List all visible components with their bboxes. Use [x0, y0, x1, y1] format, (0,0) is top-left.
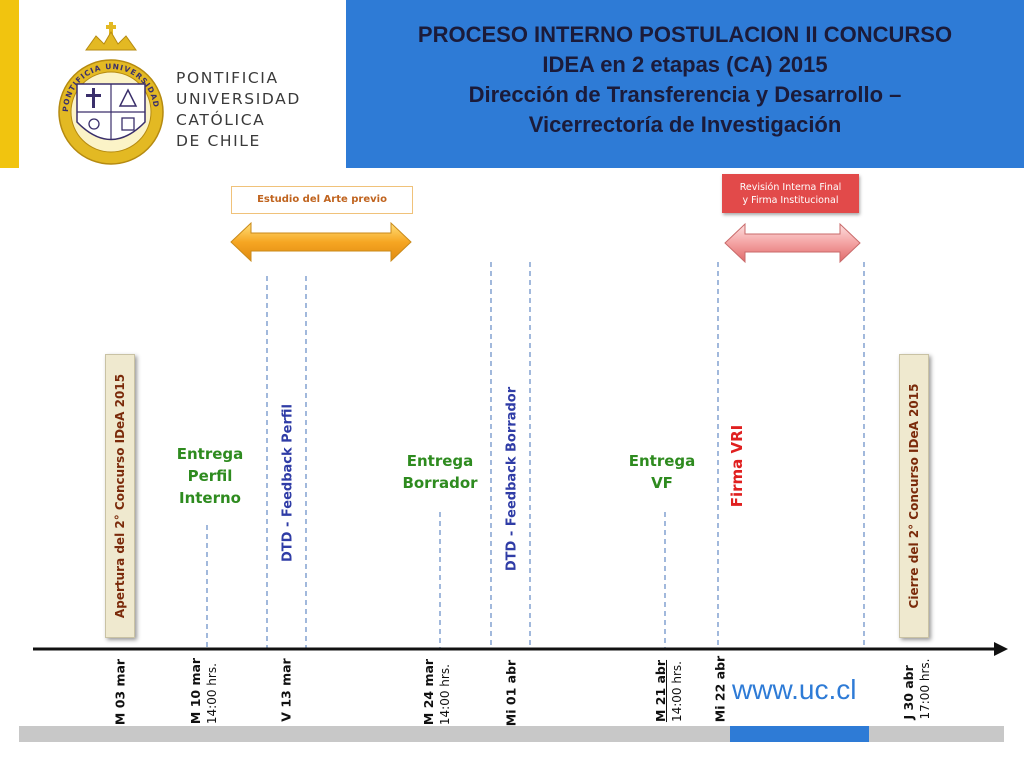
label-line: Borrador — [402, 474, 478, 492]
time-label: 14:00 hrs. — [205, 663, 219, 725]
apertura-label: Apertura del 2° Concurso IDeA 2015 — [113, 373, 127, 619]
callout-estudio-del-arte: Estudio del Arte previo — [231, 186, 413, 214]
title-line-2: IDEA en 2 etapas (CA) 2015 — [542, 52, 828, 77]
entrega-perfil-label: Entrega Perfil Interno — [160, 443, 260, 509]
title-line-4: Vicerrectoría de Investigación — [528, 112, 842, 137]
wordmark-line: CATÓLICA — [176, 111, 266, 129]
page-title: PROCESO INTERNO POSTULACION II CONCURSO … — [346, 20, 1024, 140]
title-line-1: PROCESO INTERNO POSTULACION II CONCURSO — [417, 22, 953, 47]
date-label: M 03 mar — [112, 658, 128, 726]
label-line: Perfil — [187, 467, 233, 485]
feedback-perfil-label: DTD - Feedback Perfil — [280, 404, 296, 562]
estudio-double-arrow — [230, 221, 412, 263]
label-line: VF — [651, 474, 673, 492]
university-wordmark: PONTIFICIA UNIVERSIDAD CATÓLICA DE CHILE — [176, 68, 301, 152]
wordmark-line: DE CHILE — [176, 132, 261, 150]
callout-line: y Firma Institucional — [742, 194, 839, 206]
entrega-vf-label: Entrega VF — [612, 450, 712, 494]
date-label: Mi 01 abr — [503, 659, 519, 727]
wordmark-line: UNIVERSIDAD — [176, 90, 301, 108]
date-label-group: M 21 abr 14:00 hrs. — [652, 660, 686, 722]
date-label: M 10 mar — [188, 657, 203, 725]
date-label-group: J 30 abr 17:00 hrs. — [900, 658, 934, 719]
callout-revision-interna: Revisión Interna Final y Firma Instituci… — [722, 174, 859, 213]
date-label: M 24 mar — [421, 658, 436, 726]
apertura-box — [105, 354, 135, 638]
website-link[interactable]: www.uc.cl — [732, 674, 857, 705]
label-line: Entrega — [628, 452, 696, 470]
date-label: M 21 abr — [653, 659, 668, 723]
feedback-borrador-label: DTD - Feedback Borrador — [504, 386, 520, 572]
date-label-group: M 24 mar 14:00 hrs. — [420, 659, 454, 725]
cierre-label: Cierre del 2° Concurso IDeA 2015 — [907, 383, 921, 609]
header-band — [346, 0, 1024, 168]
revision-double-arrow — [724, 222, 861, 264]
title-line-3: Dirección de Transferencia y Desarrollo … — [468, 82, 902, 107]
time-label: 17:00 hrs. — [918, 658, 932, 720]
timeline-arrowhead — [994, 642, 1008, 656]
footer-bar-accent — [730, 726, 869, 742]
date-label-group: M 10 mar 14:00 hrs. — [187, 658, 221, 724]
wordmark-line: PONTIFICIA — [176, 69, 279, 87]
date-label: V 13 mar — [278, 658, 294, 722]
time-label: 14:00 hrs. — [670, 661, 684, 723]
label-line: Entrega — [176, 445, 244, 463]
callout-line: Revisión Interna Final — [739, 181, 842, 193]
yellow-accent-strip — [0, 0, 19, 168]
time-label: 14:00 hrs. — [438, 664, 452, 726]
date-label: J 30 abr — [901, 665, 916, 720]
entrega-borrador-label: Entrega Borrador — [390, 450, 490, 494]
cierre-box — [899, 354, 929, 638]
label-line: Interno — [179, 489, 241, 507]
date-label: Mi 22 abr — [712, 655, 728, 723]
university-seal-logo: PONTIFICIA UNIVERSIDAD CATOLICA DE CHILE — [52, 22, 164, 165]
label-line: Entrega — [406, 452, 474, 470]
firma-vri-label: Firma VRI — [728, 424, 746, 508]
